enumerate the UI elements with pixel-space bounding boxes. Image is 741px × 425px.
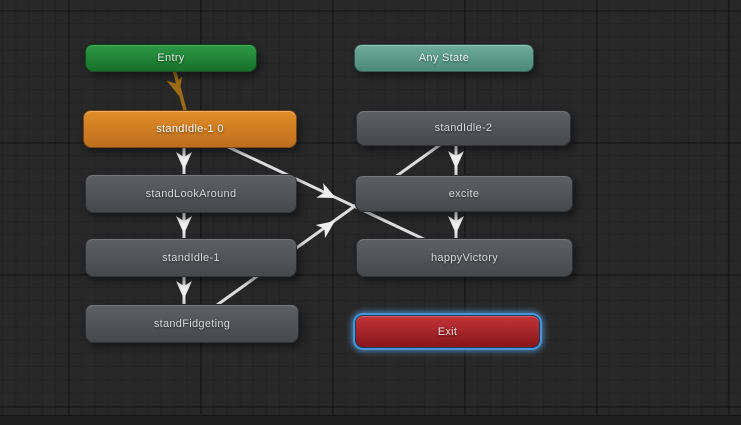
state-node-happyvictory[interactable]: happyVictory: [356, 238, 573, 277]
state-node-happyvictory-label: happyVictory: [431, 251, 498, 264]
state-node-standidle-2[interactable]: standIdle-2: [356, 110, 571, 146]
transition-standfidgeting-to-standidle-2[interactable]: [191, 127, 463, 325]
state-node-exit[interactable]: Exit: [355, 315, 540, 348]
state-node-standfidgeting-label: standFidgeting: [153, 317, 231, 330]
transition-standidle-1-0-to-happyvictory[interactable]: [189, 127, 465, 260]
state-node-excite-label: excite: [448, 187, 480, 200]
state-node-standidle-1-0-label: standIdle-1 0: [156, 123, 224, 135]
state-node-standfidgeting[interactable]: standFidgeting: [85, 304, 299, 343]
state-node-standlookaround[interactable]: standLookAround: [85, 174, 297, 213]
state-node-standlookaround-label: standLookAround: [145, 187, 237, 200]
state-node-standidle-1[interactable]: standIdle-1: [85, 238, 297, 277]
state-node-excite[interactable]: excite: [355, 175, 573, 212]
state-node-entry-label: Entry: [157, 52, 185, 64]
state-node-entry[interactable]: Entry: [85, 44, 257, 72]
state-node-standidle-1-0[interactable]: standIdle-1 0: [83, 110, 297, 148]
state-node-standidle-1-label: standIdle-1: [162, 251, 220, 264]
state-node-any-state[interactable]: Any State: [354, 44, 534, 72]
state-node-standidle-2-label: standIdle-2: [434, 122, 493, 134]
state-node-exit-label: Exit: [437, 325, 458, 338]
state-node-any-state-label: Any State: [418, 52, 470, 64]
canvas-bottom-edge: [0, 415, 741, 425]
